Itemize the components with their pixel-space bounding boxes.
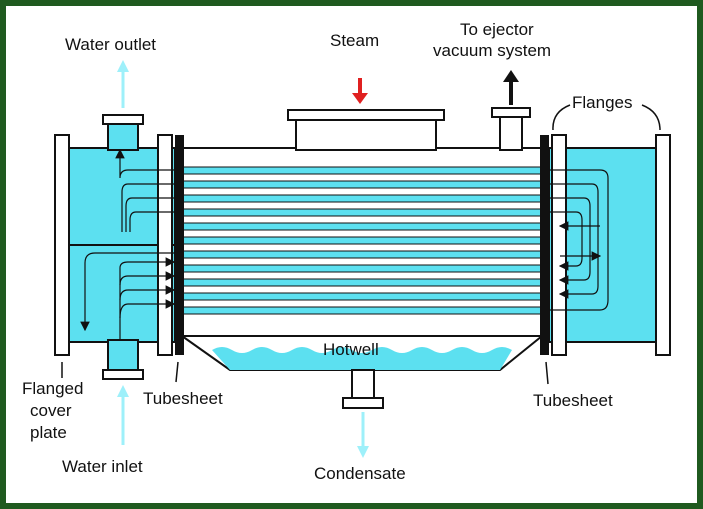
left-cover-plate [54, 134, 70, 356]
condensate-flange [342, 397, 384, 409]
label-ejector-line1: To ejector [460, 20, 534, 39]
label-flanged-line2: cover [30, 401, 72, 420]
steam-arrow [352, 78, 368, 104]
ejector-arrow [503, 70, 519, 105]
label-flanges: Flanges [572, 93, 632, 112]
label-flanged-line1: Flanged [22, 379, 83, 398]
right-tubesheet [540, 135, 549, 355]
condensate-pipe [351, 369, 375, 399]
label-tubesheet-left: Tubesheet [143, 389, 223, 408]
label-ejector-line2: vacuum system [433, 41, 551, 60]
condensate-arrow [357, 412, 369, 458]
label-flanged-line3: plate [30, 423, 67, 442]
label-water-inlet: Water inlet [62, 457, 143, 476]
hotwell-water [212, 347, 512, 370]
water-inlet-arrow [117, 385, 129, 445]
right-cover-plate [655, 134, 671, 356]
water-inlet-nozzle [102, 339, 144, 380]
left-tubesheet [175, 135, 184, 355]
label-condensate: Condensate [314, 464, 406, 483]
label-water-outlet: Water outlet [65, 35, 156, 54]
label-tubesheet-right: Tubesheet [533, 391, 613, 410]
water-outlet-nozzle [102, 114, 144, 151]
flow-lines [80, 148, 609, 340]
tube-bundle [181, 166, 543, 315]
steam-inlet [287, 109, 445, 151]
right-water-box [548, 134, 671, 356]
right-flange [551, 134, 567, 356]
left-flange [157, 134, 173, 356]
leader-lines [61, 104, 661, 385]
water-outlet-arrow [117, 60, 129, 108]
left-water-box [54, 134, 176, 356]
label-hotwell: Hotwell [323, 340, 379, 359]
label-steam: Steam [330, 31, 379, 50]
ejector-nozzle [491, 107, 531, 151]
